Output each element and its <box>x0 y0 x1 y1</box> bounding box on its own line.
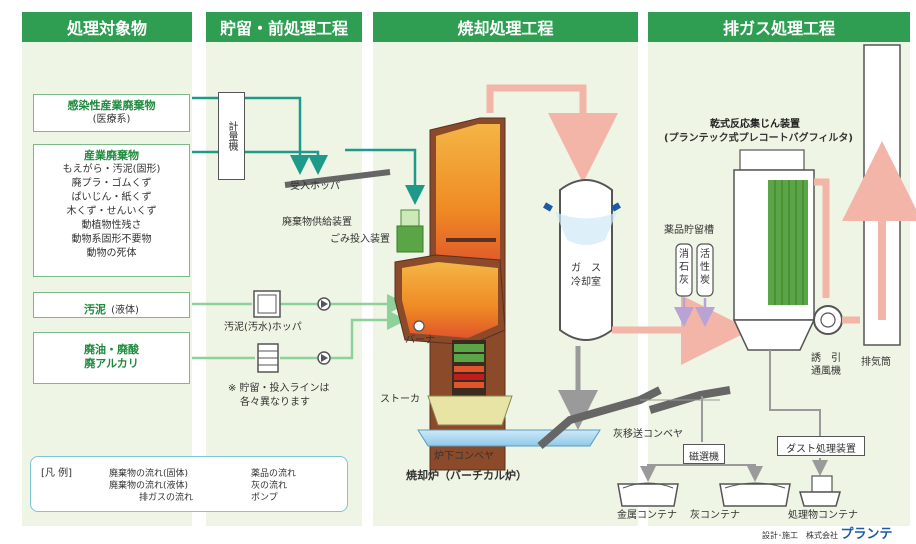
footer-credit-text: 設計･施工 株式会社 <box>762 531 838 540</box>
note-line1: ※ 貯留・投入ラインは <box>228 383 330 394</box>
label-product-container: 処理物コンテナ <box>788 510 858 521</box>
legend-item: 灰の流れ <box>251 481 288 491</box>
label-sludge-hopper: 汚泥(汚水)ホッパ <box>224 322 302 333</box>
oil-line2: 廃アルカリ <box>84 357 139 370</box>
note-line2: 各々異なります <box>240 397 310 408</box>
label-metal-container: 金属コンテナ <box>617 510 677 521</box>
label-charger: ごみ投入装置 <box>330 234 390 245</box>
label-stack: 排気筒 <box>861 357 891 368</box>
input-infectious-waste: 感染性産業廃棄物 (医療系) <box>33 94 190 132</box>
legend-item: ポンプ <box>251 493 278 503</box>
label-furnace-name: 焼却炉（バーチカル炉） <box>406 469 527 482</box>
sludge-title: 汚泥 <box>84 303 107 316</box>
sludge-sub: (液体) <box>111 305 139 316</box>
label-quench-2: 冷却室 <box>571 277 601 288</box>
industrial-item: 廃プラ・ゴムくず <box>71 178 152 189</box>
industrial-item: 動植物性残さ <box>81 220 142 231</box>
label-receiving-hopper: 受入ホッパ <box>290 181 340 192</box>
industrial-item: ぱいじん・紙くず <box>71 192 152 203</box>
label-bagfilter-2: (プランテック式プレコートバグフィルタ) <box>664 133 853 144</box>
label-stoker: ストーカ <box>380 394 420 405</box>
input-waste-oil-acid-alkali: 廃油・廃酸 廃アルカリ <box>33 332 190 384</box>
legend-item: 廃棄物の流れ(固体) <box>109 469 189 479</box>
header-exhaust: 排ガス処理工程 <box>648 12 910 42</box>
label-chem-tank: 薬品貯留槽 <box>664 225 714 236</box>
legend-item: 排ガスの流れ <box>139 493 194 503</box>
label-activated-carbon: 活性炭 <box>700 249 710 286</box>
label-feeder: 廃棄物供給装置 <box>282 217 352 228</box>
infectious-sub: (医療系) <box>92 114 131 125</box>
legend-item: 廃棄物の流れ(液体) <box>109 481 189 491</box>
label-ash-conveyor: 灰移送コンベヤ <box>613 429 683 440</box>
legend-item: 薬品の流れ <box>251 469 297 479</box>
header-incineration: 焼却処理工程 <box>373 12 638 42</box>
legend: [凡 例] 廃棄物の流れ(固体) 廃棄物の流れ(液体) 排ガスの流れ 薬品の流れ… <box>30 456 348 512</box>
header-target: 処理対象物 <box>22 12 192 42</box>
industrial-item: 動物の死体 <box>86 248 137 259</box>
input-industrial-waste: 産業廃棄物 もえがら・汚泥(固形) 廃プラ・ゴムくず ぱいじん・紙くず 木くず・… <box>33 144 190 277</box>
label-slaked-lime: 消石灰 <box>679 249 689 286</box>
magnetic-separator: 磁選機 <box>683 444 725 464</box>
dust-treatment-unit: ダスト処理装置 <box>777 436 865 456</box>
label-ash-container: 灰コンテナ <box>690 510 740 521</box>
label-quench-1: ガ ス <box>571 263 601 274</box>
industrial-item: 動物系固形不要物 <box>71 234 152 245</box>
industrial-title: 産業廃棄物 <box>84 149 139 162</box>
legend-title: [凡 例] <box>41 468 72 479</box>
industrial-item: もえがら・汚泥(固形) <box>62 164 161 175</box>
infectious-title: 感染性産業廃棄物 <box>67 99 156 112</box>
weighing-machine: 計量機 <box>218 92 245 180</box>
header-storage: 貯留・前処理工程 <box>206 12 362 42</box>
footer-credit: 設計･施工 株式会社 プランテ <box>762 528 893 543</box>
label-burner: バーナ <box>405 335 435 346</box>
input-sludge: 汚泥 (液体) <box>33 292 190 318</box>
label-bagfilter-1: 乾式反応集じん装置 <box>710 119 800 130</box>
footer-company: プランテ <box>840 527 893 542</box>
industrial-item: 木くず・せんいくず <box>66 206 157 217</box>
oil-line1: 廃油・廃酸 <box>84 343 139 356</box>
label-fan: 誘 引 通風機 <box>811 353 841 377</box>
label-bottom-conveyor: 炉下コンベヤ <box>434 451 494 462</box>
